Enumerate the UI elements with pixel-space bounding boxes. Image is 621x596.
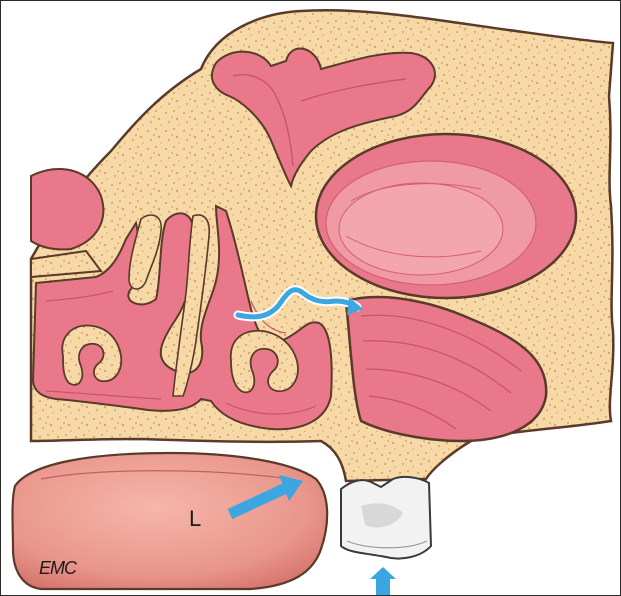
signature-label: EMC [39, 558, 78, 578]
upward-arrow-icon [370, 567, 396, 595]
left-cavity-fragment [31, 169, 103, 249]
maxillary-sinus-upper-core [339, 183, 503, 275]
tongue-letter-label: L [189, 506, 201, 531]
